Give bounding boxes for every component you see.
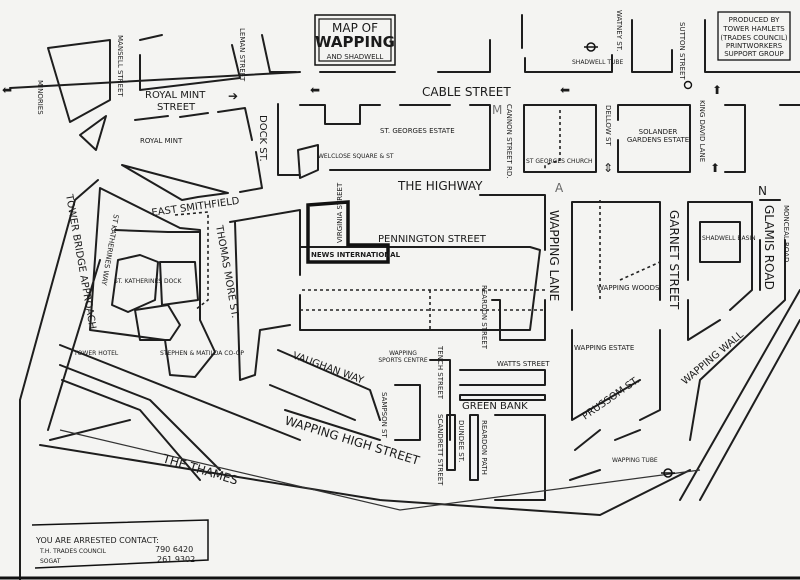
street-label-leman: LEMAN STREET <box>238 28 246 82</box>
street-label-dock: DOCK ST. <box>257 115 268 162</box>
arrest-heading: YOU ARE ARRESTED CONTACT: <box>35 536 159 545</box>
street-label-cable: CABLE STREET <box>422 85 511 99</box>
credit-line: PRINTWORKERS <box>726 42 783 50</box>
street-label-reardon-path: REARDON PATH <box>480 420 488 475</box>
one-way-arrow-icon: ⬅ <box>310 83 320 97</box>
street-label-virginia: VIRGINIA STREET <box>336 182 344 243</box>
street-label-pennington: PENNINGTON STREET <box>378 234 487 245</box>
street-label-sampson: SAMPSON ST <box>380 392 388 438</box>
credit-line: TOWER HAMLETS <box>722 25 785 33</box>
street-outlines <box>9 14 800 580</box>
tube-icon <box>584 42 598 52</box>
place-label-sports-centre-box: WAPPING SPORTS CENTRE <box>378 350 428 365</box>
church-path-dotted <box>544 110 561 172</box>
street-label-garnet: GARNET STREET <box>667 210 681 310</box>
m-marker: M <box>492 103 502 117</box>
place-label-st-katherines-dock: ST. KATHERINES DOCK <box>114 278 182 285</box>
street-label-sutton: SUTTON STREET <box>678 22 686 80</box>
title-box-outer <box>314 14 396 66</box>
one-way-arrow-icon: ⬆ <box>710 161 720 175</box>
credit-line: (TRADES COUNCIL) <box>720 34 787 42</box>
arrest-org-2: SOGAT <box>40 558 61 565</box>
footpath-dotted <box>174 200 661 330</box>
one-way-arrow-icon: ➔ <box>228 89 238 103</box>
street-label-mansell: MANSELL STREET <box>116 35 124 97</box>
credit-box <box>717 11 791 61</box>
one-way-arrow-icon: ⬅ <box>560 83 570 97</box>
street-label-east-smithfield: EAST SMITHFIELD <box>151 196 241 219</box>
a-marker: A <box>555 181 564 195</box>
place-label-news-international: NEWS INTERNATIONAL <box>311 251 401 259</box>
street-label-wapping-lane: WAPPING LANE <box>547 210 561 301</box>
welclose-square <box>297 144 319 179</box>
street-label-cannon: CANNON STREET RD. <box>505 104 513 179</box>
street-label-royal-mint-1: ROYAL MINT <box>145 90 206 101</box>
street-label-monceal: MONCEAL ROAD <box>782 205 790 262</box>
arrest-org-1: T.H. TRADES COUNCIL <box>39 548 107 555</box>
news-international-outline <box>306 200 390 264</box>
title-box-inner <box>318 18 392 62</box>
street-label-royal-mint-2: STREET <box>157 102 196 113</box>
street-label-tower-bridge: TOWER BRIDGE APPROACH <box>63 193 98 331</box>
credit-line: PRODUCED BY <box>729 16 780 24</box>
place-label-stephen-matilda: STEPHEN & MATILDA CO-OP <box>160 350 244 357</box>
street-label-watney: WATNEY ST. <box>615 10 623 51</box>
arrest-phone-2: 261 9302 <box>157 555 195 564</box>
street-label-minories: MINORIES <box>36 80 44 115</box>
one-way-arrow-icon: ⬅ <box>2 83 12 97</box>
street-label-king-david: KING DAVID LANE <box>698 100 706 162</box>
place-label-solander-box: SOLANDER GARDENS ESTATE <box>626 128 690 145</box>
place-label-st-georges-church: ST GEORGES CHURCH <box>526 158 593 165</box>
place-label-wapping-woods: WAPPING WOODS <box>597 284 660 292</box>
credit-line: SUPPORT GROUP <box>724 50 784 58</box>
place-label-royal-mint: ROYAL MINT <box>140 137 183 145</box>
street-label-scandrett: SCANDRETT STREET <box>436 414 444 486</box>
one-way-arrow-icon: ⬆ <box>712 83 722 97</box>
place-label-tower-hotel: TOWER HOTEL <box>73 350 119 357</box>
place-label-st-georges-estate: ST. GEORGES ESTATE <box>380 127 455 135</box>
title-line2: WAPPING <box>315 33 395 51</box>
st-katherines-dock <box>111 254 199 341</box>
street-label-highway: THE HIGHWAY <box>397 179 483 193</box>
place-label-welclose: WELCLOSE SQUARE & ST <box>318 153 394 160</box>
title-line3: AND SHADWELL <box>327 53 384 61</box>
street-label-glamis: GLAMIS ROAD <box>762 205 776 290</box>
arrest-phone-1: 790 6420 <box>155 545 193 554</box>
place-label-wapping-estate: WAPPING ESTATE <box>574 344 634 352</box>
street-label-reardon-street: REARDON STREET <box>480 285 488 350</box>
tube-icon <box>661 468 675 478</box>
street-label-prussom: PRUSSOM ST. <box>580 375 641 423</box>
street-label-watts: WATTS STREET <box>497 360 550 368</box>
place-label-shadwell-basin: SHADWELL BASIN <box>702 235 756 242</box>
place-label-solander: SOLANDER GARDENS ESTATE <box>626 128 690 145</box>
street-label-dundee: DUNDEE ST. <box>457 420 465 462</box>
street-label-vaughan: VAUGHAN WAY <box>291 350 366 386</box>
street-label-dellow: DELLOW ST <box>604 105 612 146</box>
two-way-arrow-icon: ⇕ <box>603 161 613 175</box>
street-label-tench: TENCH STREET <box>436 345 444 400</box>
place-label-sports-centre: WAPPING SPORTS CENTRE <box>378 350 428 365</box>
north-marker: N <box>758 184 767 198</box>
street-label-green-bank: GREEN BANK <box>462 401 528 412</box>
place-label-wapping-tube: WAPPING TUBE <box>612 457 658 464</box>
tube-icon <box>683 80 693 90</box>
title-line1: MAP OF <box>332 21 378 35</box>
arrest-box <box>31 519 209 569</box>
place-label-shadwell-tube: SHADWELL TUBE <box>572 59 624 66</box>
